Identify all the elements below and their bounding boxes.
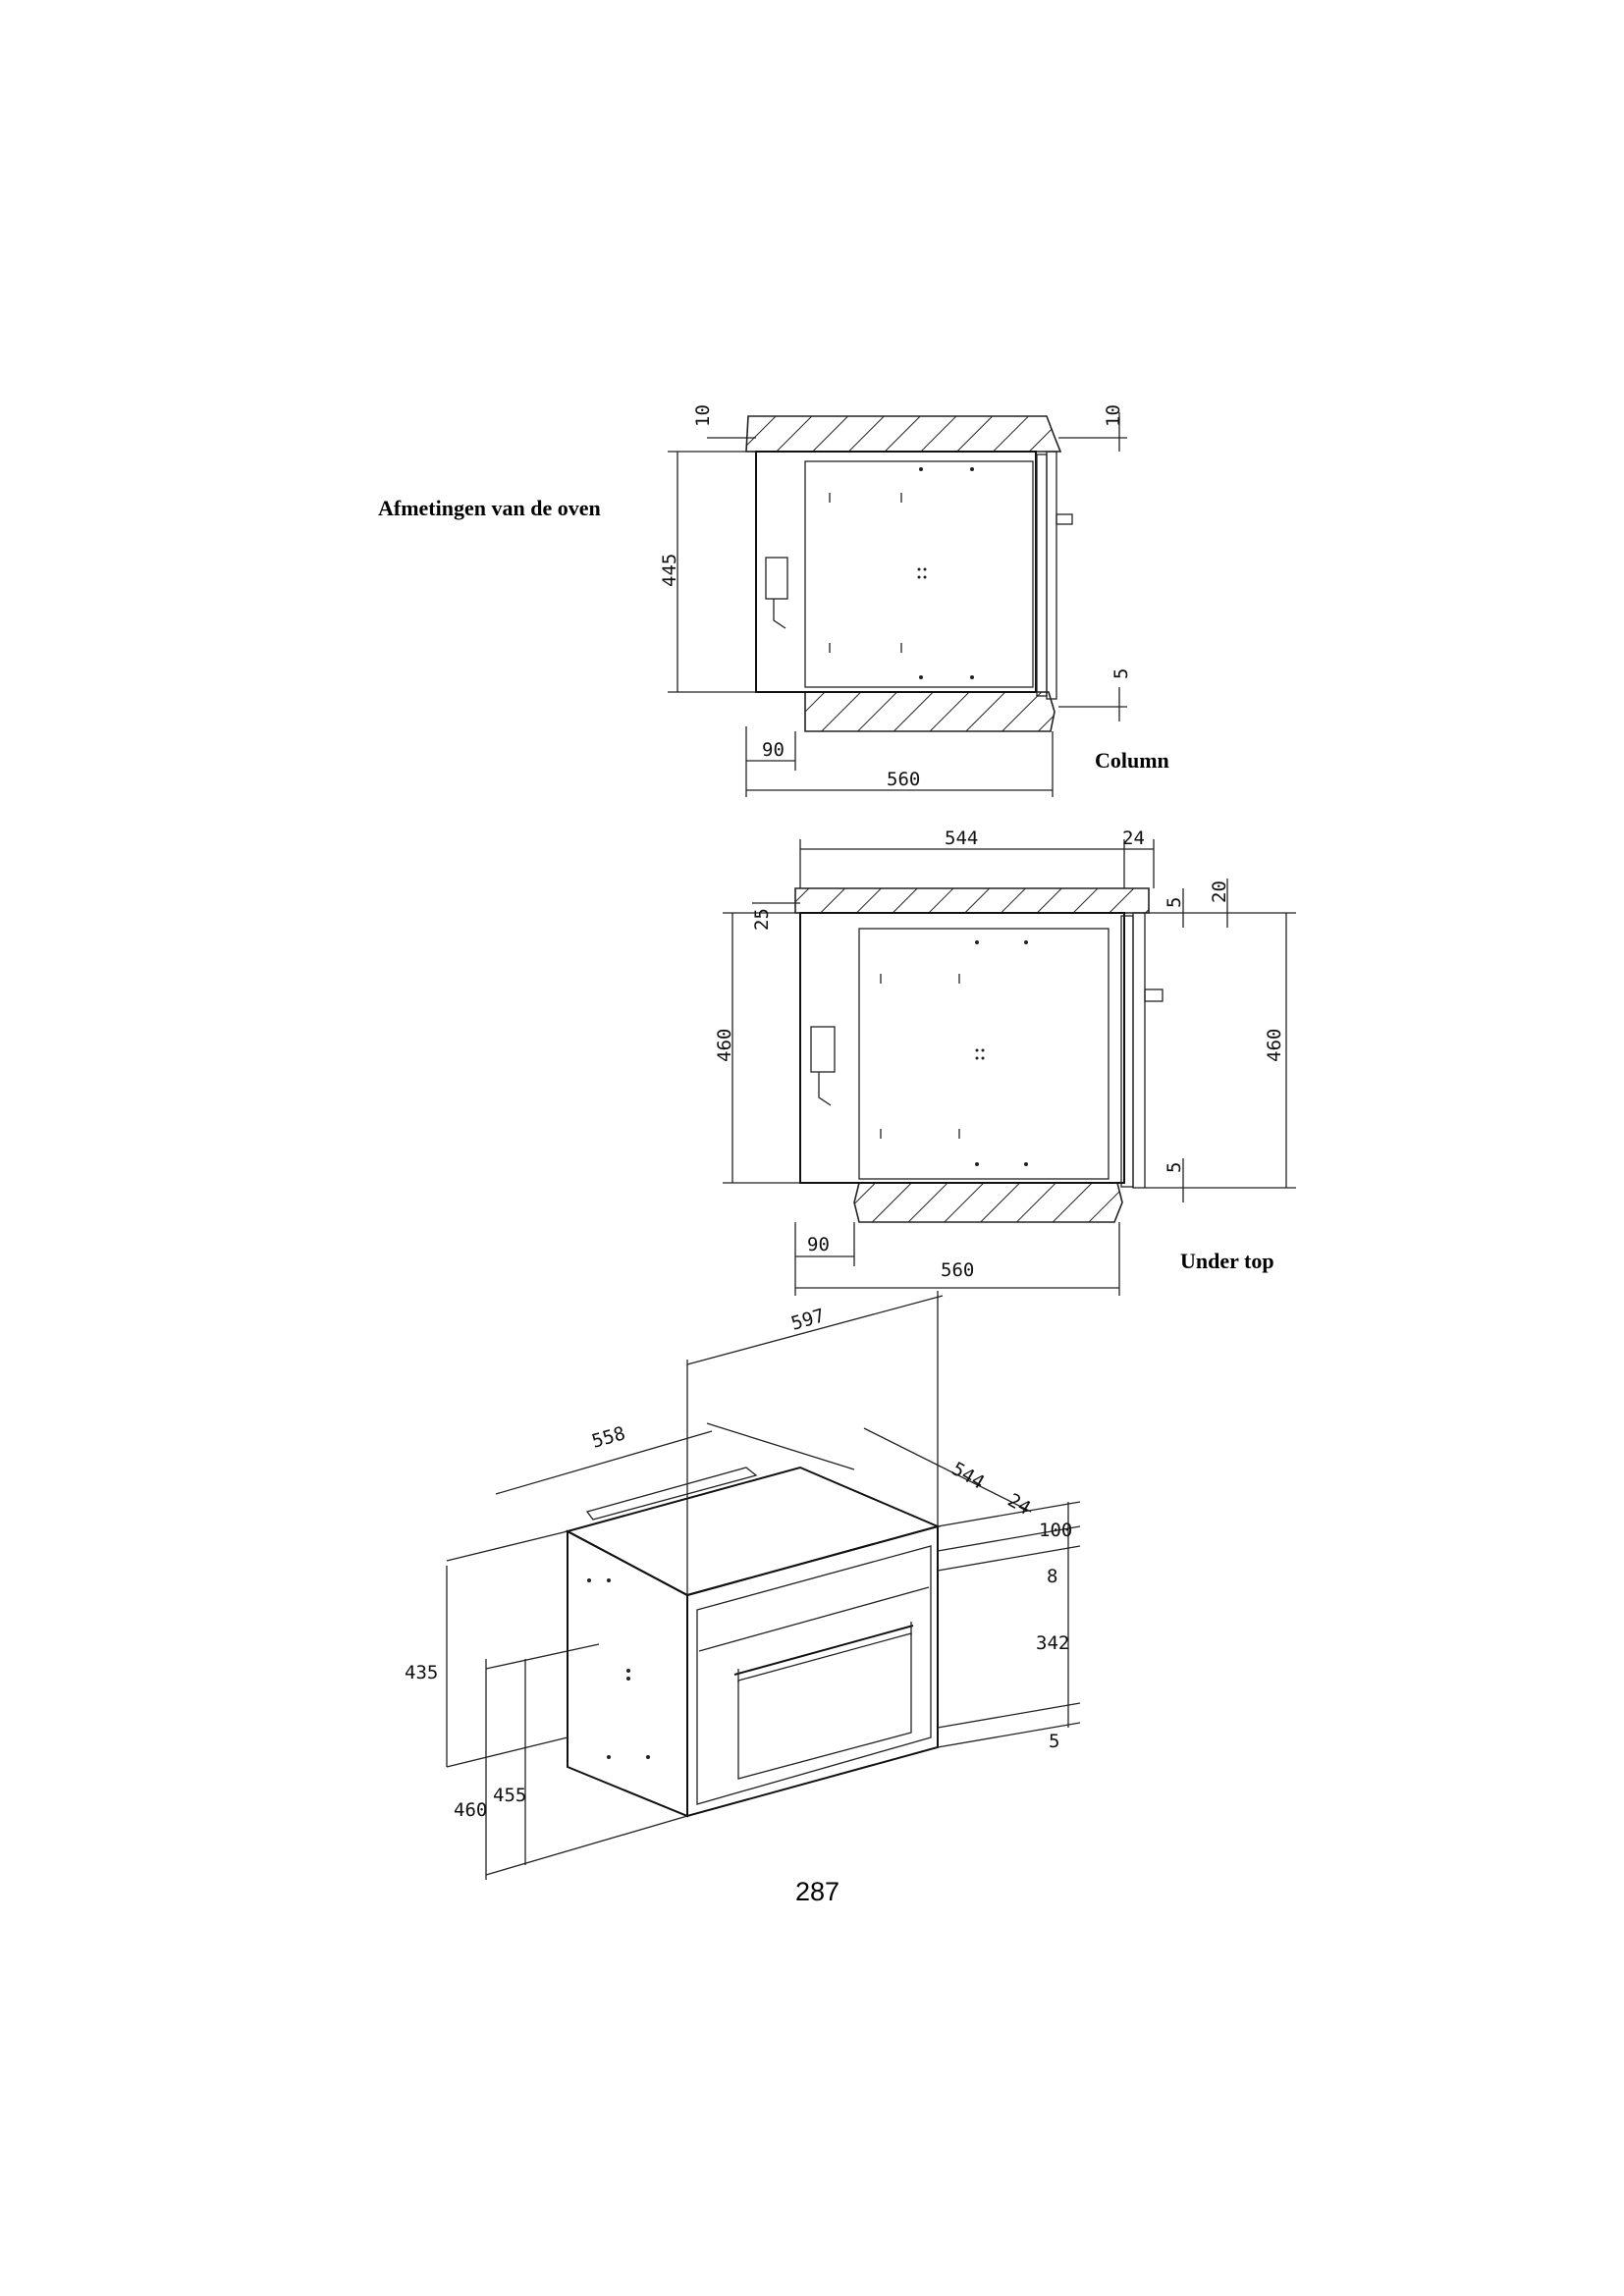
dim-width: 597 [788,1305,827,1335]
dim-width-top: 544 [945,828,978,849]
under-top-diagram: 544 24 25 5 20 460 460 5 90 560 [714,828,1296,1296]
dim-depth: 90 [762,739,785,761]
dim-body-width: 558 [589,1422,627,1453]
dim-h8: 8 [1047,1566,1057,1587]
dim-h435: 435 [405,1662,438,1683]
page-title: Afmetingen van de oven [378,496,601,520]
dim-depth: 90 [807,1234,830,1255]
dim-front: 24 [1122,828,1145,849]
dim-bottom-gap: 5 [1110,668,1132,679]
dim-right-gap2: 20 [1209,881,1230,903]
dim-right-gap1: 5 [1164,897,1185,908]
dim-width: 560 [887,769,920,790]
dim-top-gap: 25 [751,908,773,931]
isometric-oven: 597 558 544 24 100 8 342 5 435 460 455 [405,1291,1081,1880]
dim-h460: 460 [454,1799,487,1821]
dim-height-left: 460 [714,1029,735,1062]
under-top-label: Under top [1180,1249,1274,1273]
dim-h455: 455 [493,1785,526,1806]
dim-h5: 5 [1049,1731,1059,1752]
column-diagram: 10 10 445 5 90 560 [659,404,1132,797]
dim-top-gap: 10 [692,404,714,427]
dim-height-right: 460 [1264,1029,1285,1062]
dim-bottom-gap: 5 [1164,1162,1185,1173]
dim-h342: 342 [1036,1632,1069,1654]
dim-depth: 544 [948,1458,989,1493]
page-number: 287 [795,1877,840,1906]
dim-width: 560 [941,1259,974,1281]
dim-h100: 100 [1039,1520,1072,1541]
dim-top-gap-right: 10 [1103,404,1124,427]
dim-height: 445 [659,554,680,587]
column-label: Column [1095,748,1169,773]
